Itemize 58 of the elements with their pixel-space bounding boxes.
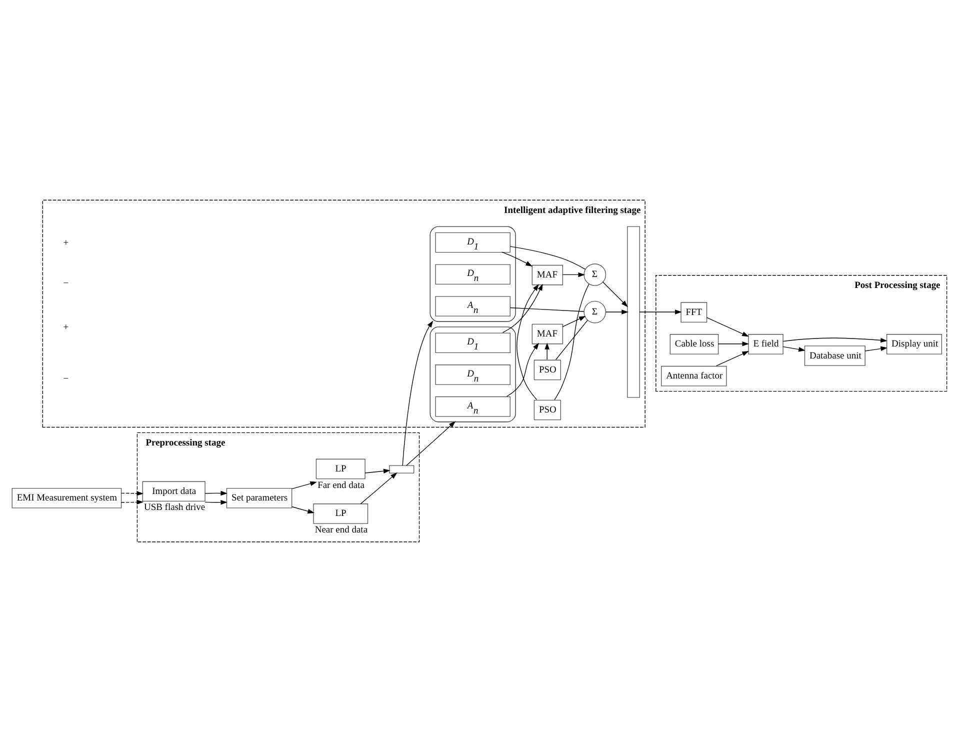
node-box: MAF [532,264,564,285]
label: + [63,322,69,333]
node-box: Display unit [886,334,942,354]
node-box: LP [313,503,368,524]
arrow [204,499,228,504]
arrow [402,320,434,466]
node-label: USB flash drive [144,502,206,513]
arrow [506,342,539,396]
arrow [602,281,628,307]
node-circle: Σ [584,263,606,286]
arrow [782,337,888,342]
arrow [605,309,628,314]
node-bar [627,226,640,398]
node-label: Near end data [314,525,368,536]
arrow [502,283,543,332]
label: − [63,374,69,384]
node-box: Database unit [804,345,866,366]
label: + [63,238,69,248]
arrow [360,472,398,504]
node-box: PSO [534,399,561,420]
node-box: Import data [142,480,206,502]
arrow [364,468,390,473]
arrow [120,499,144,504]
arrow [406,420,456,466]
arrow [516,284,539,400]
arrow [716,350,749,366]
node-label: Far end data [318,480,364,490]
cluster [430,226,516,322]
connector [556,319,588,360]
node-box: Antenna factor [661,365,727,386]
arrow [204,490,228,496]
node-box: Set parameters [226,487,292,508]
node-box: PSO [534,359,561,380]
arrow [782,346,806,352]
node-box: EMI Measurement system [12,487,122,508]
connector [554,283,590,400]
arrow [544,342,550,360]
node-box: E field [748,334,784,354]
arrow [706,316,749,336]
arrow [639,309,682,314]
arrow [562,272,586,277]
connector [510,246,586,270]
arrow [292,480,317,489]
connector [510,306,584,312]
node-box [389,464,414,473]
label: − [63,278,69,289]
arrow [501,251,532,266]
node-box: LP [316,458,366,479]
cluster [430,326,516,422]
arrow [292,506,314,513]
node-box: Cable loss [670,334,719,354]
node-box: MAF [532,323,564,344]
node-circle: Σ [584,300,606,323]
arrow [120,490,144,496]
arrow [864,346,888,351]
arrow [562,315,586,327]
arrow [718,341,750,346]
node-box: FFT [680,302,708,322]
